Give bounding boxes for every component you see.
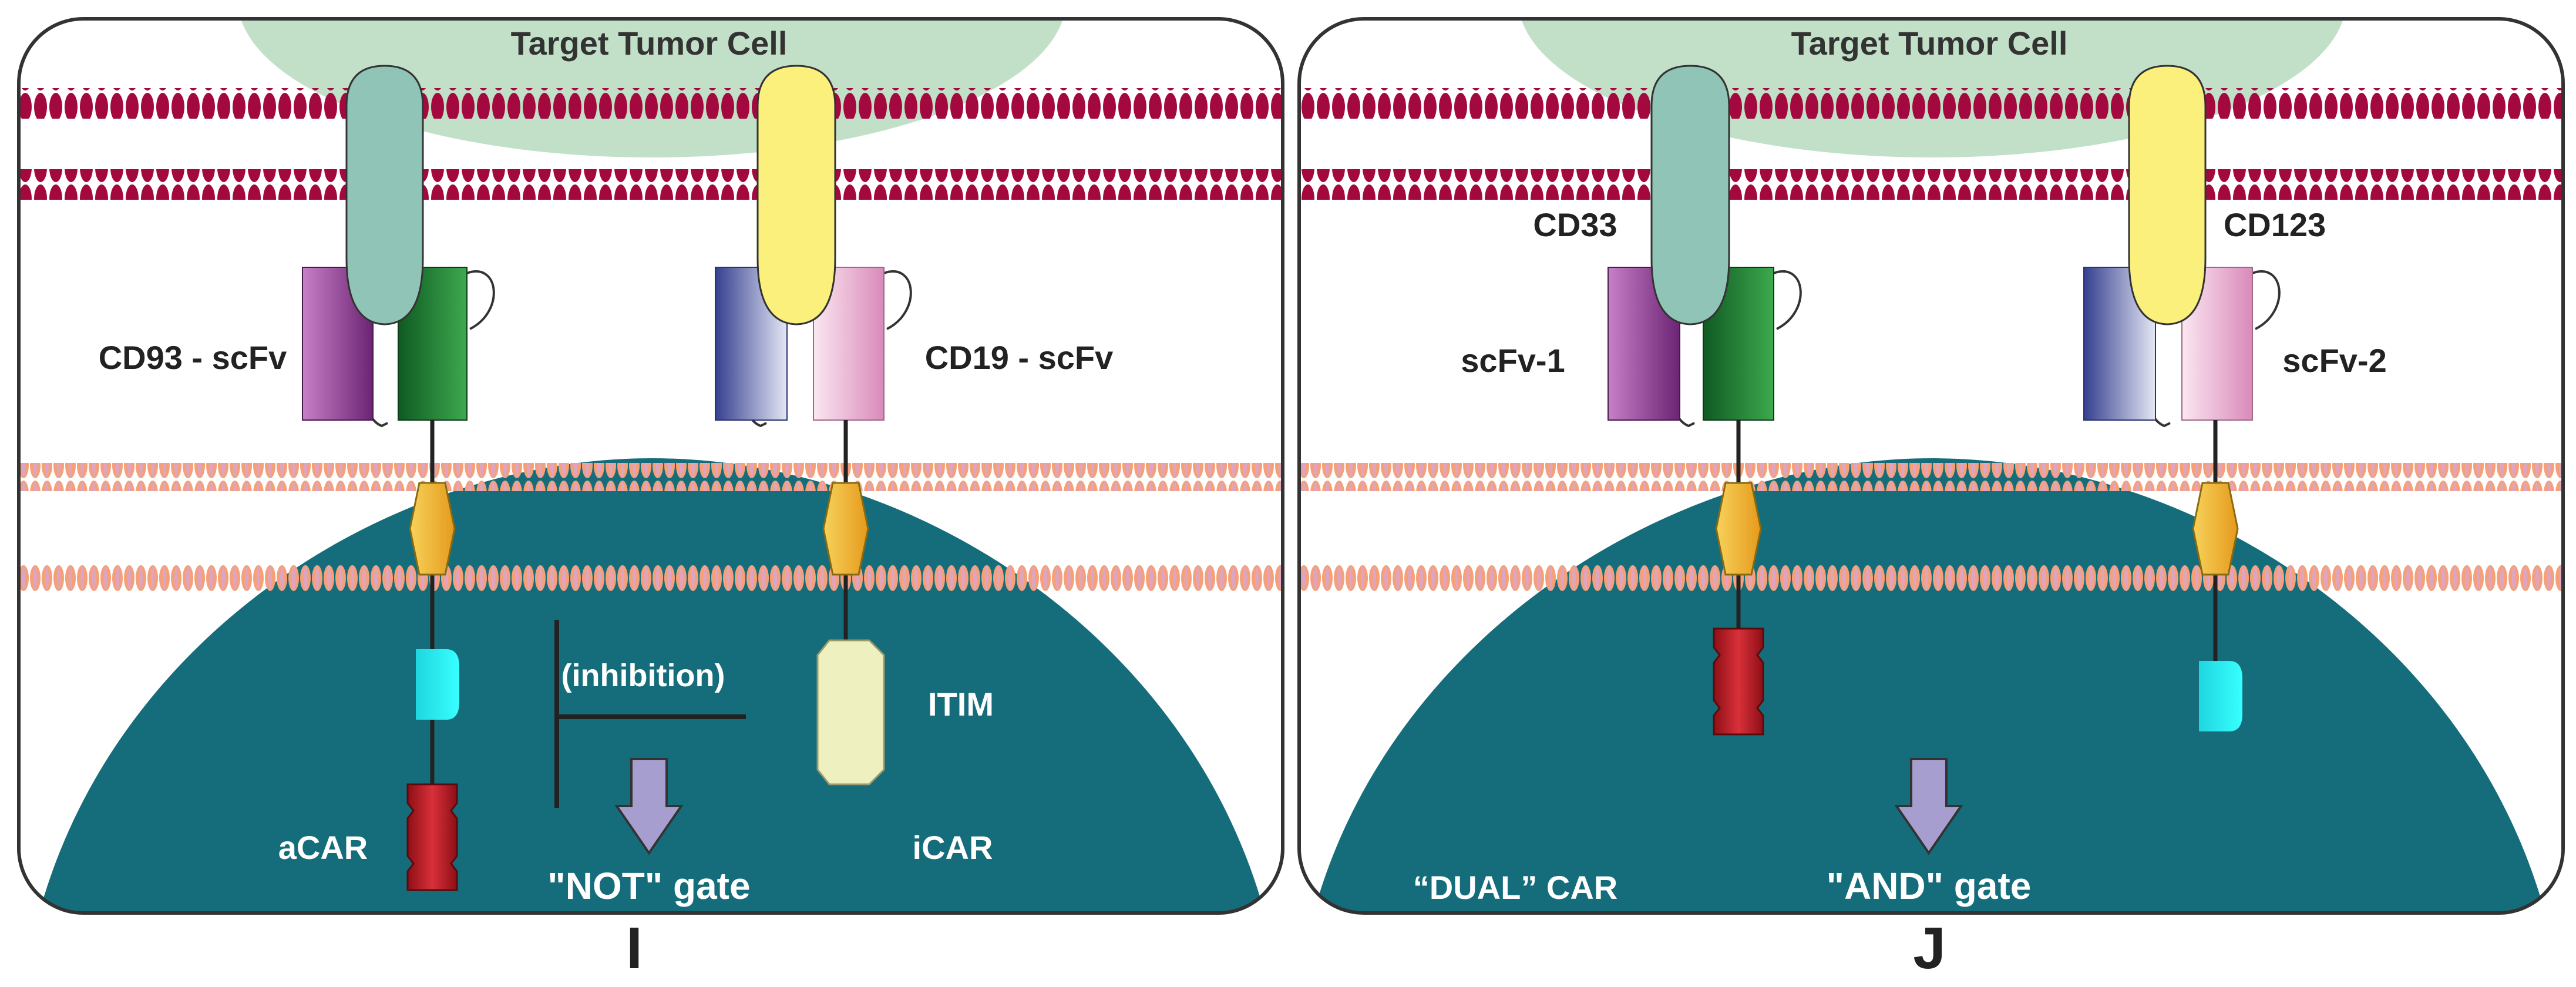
icar-receptor <box>715 65 912 785</box>
tumor-membrane-inner <box>19 169 1283 200</box>
itim-domain <box>816 639 885 785</box>
and-gate-label: "AND" gate <box>1827 865 2032 907</box>
icar-label: iCAR <box>913 829 993 866</box>
tcell-membrane-inner <box>19 565 1283 593</box>
panel-letter-i: I <box>626 915 643 981</box>
cd33-label: CD33 <box>1533 206 1617 243</box>
inhibition-label: (inhibition) <box>561 658 725 693</box>
acar-signaling-domain <box>406 783 458 891</box>
panel-letter-j: J <box>1913 915 1946 981</box>
car2-transmembrane <box>2192 482 2239 576</box>
cd33-antigen <box>1650 65 1730 325</box>
dual-car-receptor-2 <box>2083 65 2281 731</box>
tcell-membrane-inner <box>1299 565 2563 593</box>
itim-label: ITIM <box>928 686 994 723</box>
tumor-membrane-inner <box>1299 169 2563 200</box>
cd19-antigen <box>756 65 836 325</box>
cd123-label: CD123 <box>2224 206 2326 243</box>
cd123-antigen <box>2128 65 2207 325</box>
car2-costim-domain <box>2199 661 2242 731</box>
icar-transmembrane <box>822 482 869 576</box>
tumor-label: Target Tumor Cell <box>1791 25 2068 62</box>
acar-transmembrane <box>409 482 456 576</box>
tumor-membrane-outer <box>1299 88 2563 119</box>
cd93-scfv-label: CD93 - scFv <box>99 339 287 376</box>
dual-car-label: “DUAL” CAR <box>1413 869 1617 906</box>
tumor-membrane-outer <box>19 88 1283 119</box>
car1-signaling-domain <box>1713 627 1764 736</box>
panel-not-gate: Target Tumor Cell CD93 - scFv CD19 - scF… <box>17 17 1284 981</box>
cd93-antigen <box>345 65 424 325</box>
not-gate-label: "NOT" gate <box>547 865 750 907</box>
cd19-scfv-label: CD19 - scFv <box>925 339 1114 376</box>
tumor-cell <box>238 19 1066 157</box>
scfv-2-label: scFv-2 <box>2282 342 2386 379</box>
panel-and-gate: Target Tumor Cell CD33 CD123 scFv-1 scFv… <box>1297 17 2565 981</box>
tcell-membrane-outer <box>19 463 1283 491</box>
tcell-membrane-outer <box>1299 463 2563 491</box>
car1-transmembrane <box>1715 482 1762 576</box>
tumor-label: Target Tumor Cell <box>511 25 788 62</box>
dual-car-receptor-1 <box>1608 65 1802 736</box>
acar-costim-domain <box>416 649 459 720</box>
acar-receptor <box>302 65 495 891</box>
scfv-1-label: scFv-1 <box>1461 342 1565 379</box>
acar-label: aCAR <box>278 829 368 866</box>
